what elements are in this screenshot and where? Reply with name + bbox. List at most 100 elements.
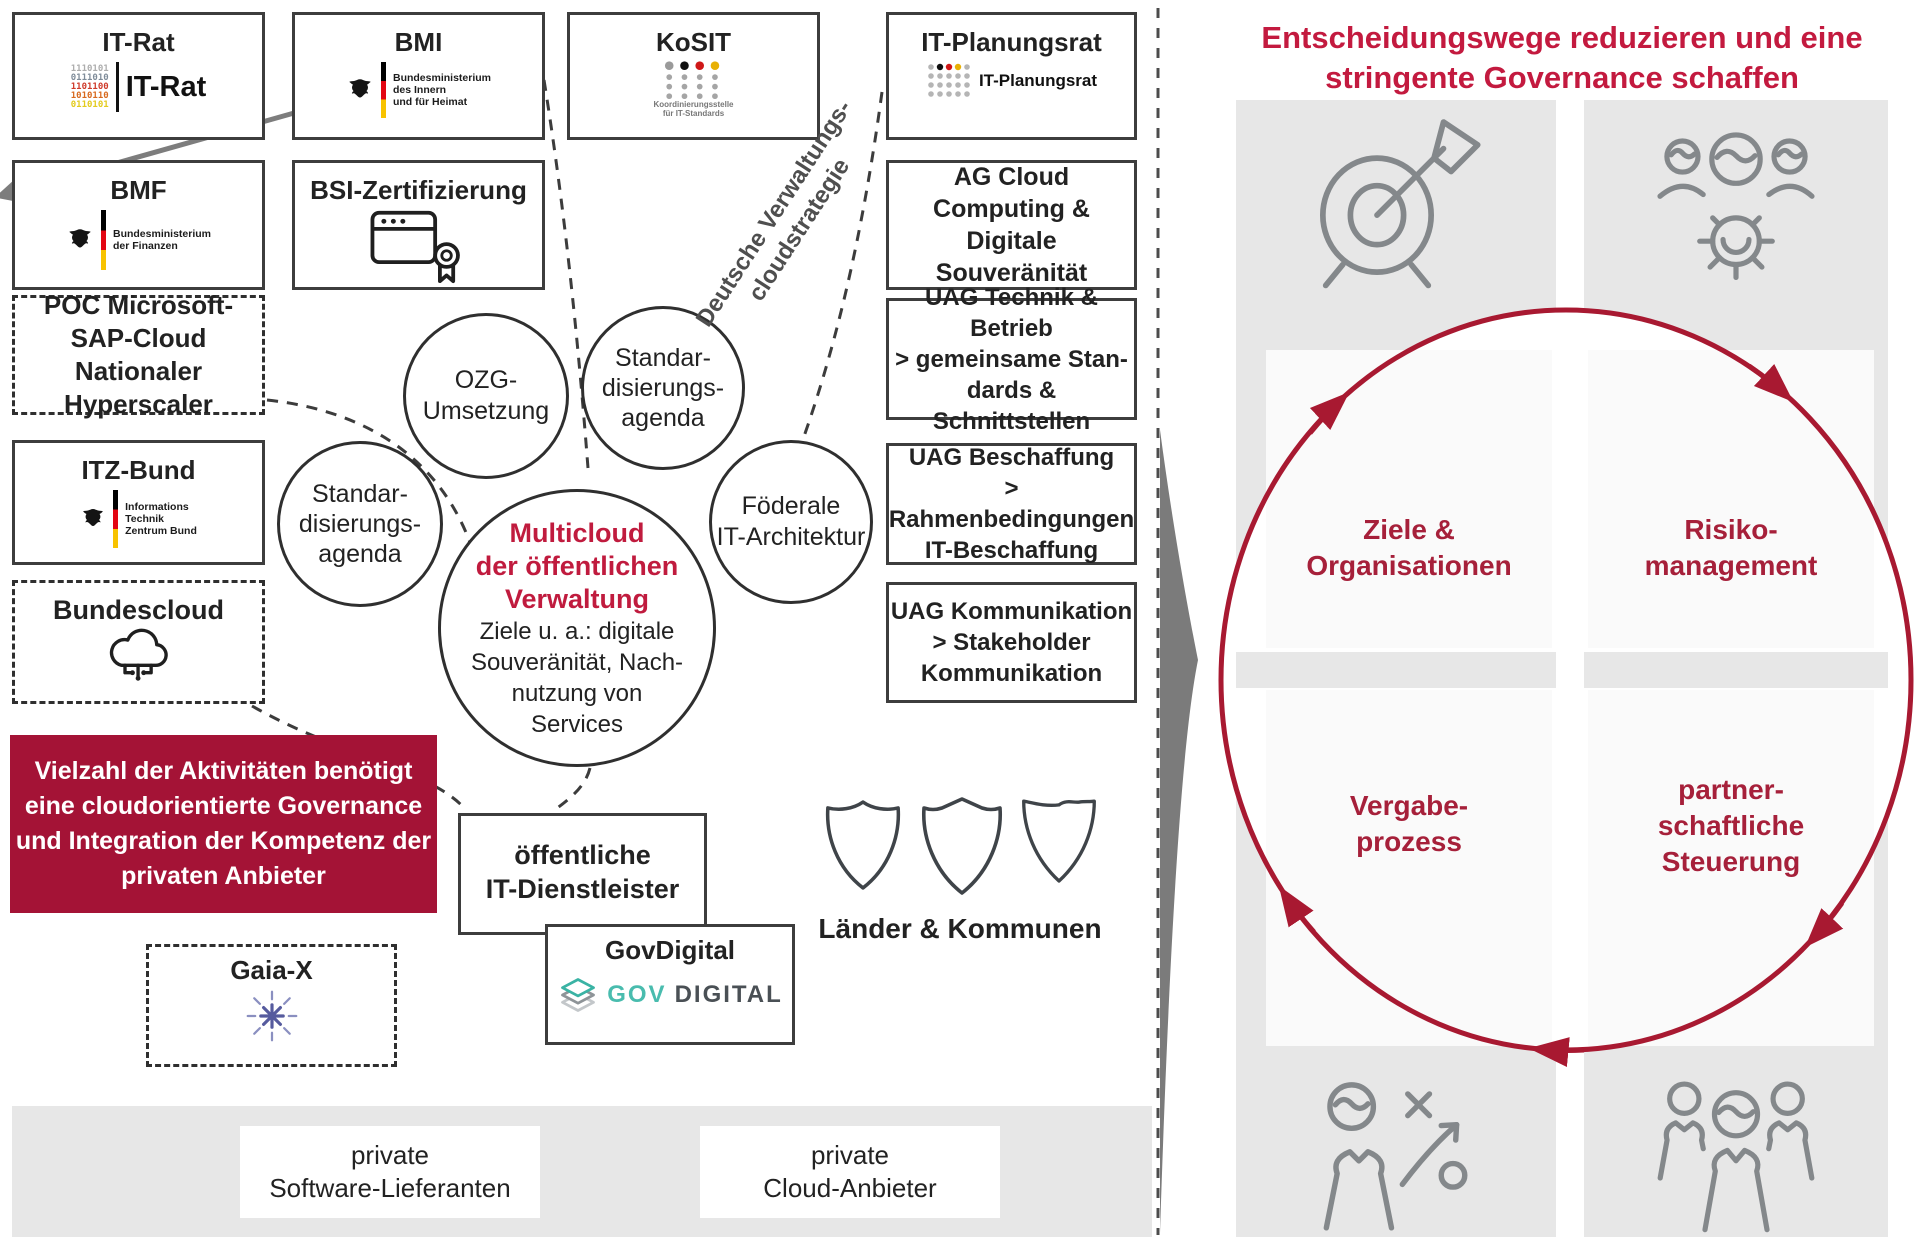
box-title: IT-Rat	[102, 27, 175, 57]
quadrant-label-risiko: Risiko- management	[1644, 514, 1818, 581]
dot-grid-icon	[664, 61, 719, 100]
shield-row	[810, 795, 1110, 899]
box-uag-kommunikation: UAG Kommunikation > Stakeholder Kommunik…	[886, 582, 1137, 703]
ministry-caption: Bundesministerium des Innern und für Hei…	[392, 72, 492, 108]
box-oeffentliche-it: öffentliche IT-Dienstleister	[458, 813, 707, 935]
it-planungsrat-wordmark: IT-Planungsrat	[978, 71, 1098, 90]
box-ag-cloud: AG Cloud Computing & Digitale Souveränit…	[886, 160, 1137, 290]
circle-label: Föderale IT-Architektur	[716, 492, 866, 551]
box-poc-hyperscaler: POC Microsoft- SAP-Cloud Nationaler Hype…	[12, 290, 265, 419]
starburst-icon	[246, 990, 297, 1042]
it-rat-logo: 1110101 0111010 1101100 1010110 0110101 …	[15, 62, 262, 112]
box-title: GovDigital	[604, 935, 735, 965]
kosit-logo: Koordinierungsstelle für IT-Standards	[570, 60, 817, 118]
target-arrow-icon	[1320, 119, 1481, 289]
govdigital-wordmark-gov: GOV	[607, 981, 667, 1008]
circle-multicloud: Multicloud der öffentlichen Verwaltung Z…	[438, 489, 716, 767]
shield-icon	[922, 797, 1002, 895]
box-title: IT-Planungsrat	[921, 27, 1102, 57]
box-title: BMI	[394, 27, 443, 57]
binary-row: 1010110	[70, 90, 109, 101]
box-bsi: BSI-Zertifizierung	[292, 160, 545, 290]
layers-icon	[561, 978, 596, 1012]
multicloud-title: Multicloud der öffentlichen Verwaltung	[475, 517, 679, 614]
box-title: AG Cloud Computing & Digitale Souveränit…	[933, 163, 1090, 287]
flag-bar	[113, 490, 119, 548]
box-kosit: KoSIT Koordinierungsstelle für IT-Standa…	[567, 12, 820, 140]
box-gaia-x: Gaia-X	[146, 944, 397, 1067]
itz-logo: Informations Technik Zentrum Bund	[15, 490, 262, 548]
bmi-logo: Bundesministerium des Innern und für Hei…	[295, 62, 542, 118]
box-title: UAG Kommunikation > Stakeholder Kommunik…	[890, 598, 1133, 687]
it-planungsrat-logo: IT-Planungsrat	[889, 62, 1134, 100]
laender-kommunen-group: Länder & Kommunen	[810, 795, 1110, 945]
box-private-software: private Software-Lieferanten	[240, 1126, 540, 1218]
binary-row: 1110101	[70, 63, 109, 74]
box-title: UAG Technik & Betrieb > gemeinsame Stan-…	[895, 283, 1128, 435]
circle-ozg: OZG- Umsetzung	[403, 313, 569, 479]
box-title: Gaia-X	[230, 955, 313, 985]
box-private-cloud: private Cloud-Anbieter	[700, 1126, 1000, 1218]
box-title: BSI-Zertifizierung	[310, 175, 527, 205]
box-bmf: BMF Bundesministerium der Finanzen	[12, 160, 265, 290]
flag-bar	[380, 62, 386, 118]
quadrant-label-partner: partner- schaftliche Steuerung	[1657, 774, 1805, 877]
laender-kommunen-label: Länder & Kommunen	[818, 913, 1102, 944]
team-gear-icon	[1657, 132, 1815, 281]
multicloud-govdigital-link	[551, 767, 592, 814]
private-sector-band: private Software-Lieferanten private Clo…	[12, 1106, 1152, 1237]
eagle-icon	[83, 509, 104, 526]
ministry-caption: Bundesministerium der Finanzen	[112, 228, 212, 252]
box-title: private Software-Lieferanten	[269, 1140, 511, 1203]
binary-row: 0110101	[70, 99, 109, 110]
eagle-icon	[69, 229, 91, 248]
box-title: ITZ-Bund	[81, 455, 196, 485]
it-rat-wordmark: IT-Rat	[125, 70, 207, 103]
multicloud-goals: Ziele u. a.: digitale Souveränität, Nach…	[470, 617, 684, 738]
box-bmi: BMI Bundesministerium des Innern und für…	[292, 12, 545, 140]
box-it-planungsrat: IT-Planungsrat IT-Planungsrat	[886, 12, 1137, 140]
box-itz-bund: ITZ-Bund Informations Technik Zentrum Bu…	[12, 440, 265, 565]
eagle-icon	[349, 79, 371, 98]
highlight-note: Vielzahl der Aktivitäten benötigt eine c…	[10, 735, 437, 913]
circle-standardisierung-right: Standar- disierungs- agenda	[581, 306, 745, 470]
circle-label: Standar- disierungs- agenda	[298, 480, 422, 568]
governance-title: Entscheidungswege reduzieren und eine st…	[1261, 20, 1863, 95]
strategy-curve-right	[800, 91, 884, 443]
binary-rows: 1110101 0111010 1101100 1010110 0110101	[70, 63, 109, 110]
cloud-circuit-icon	[109, 628, 168, 681]
bmf-logo: Bundesministerium der Finanzen	[15, 210, 262, 270]
quadrant-label-ziele: Ziele & Organisationen	[1306, 514, 1512, 581]
shield-icon	[1022, 799, 1096, 883]
flag-bar	[100, 210, 106, 270]
shield-icon	[825, 800, 901, 890]
quadrant-label-vergabe: Vergabe- prozess	[1349, 790, 1469, 857]
team-icon	[1657, 1081, 1815, 1233]
governance-cycle-panel: Entscheidungswege reduzieren und eine st…	[1160, 0, 1920, 1239]
quadrant-card-vergabe	[1266, 690, 1552, 1046]
certificate-icon	[370, 210, 460, 284]
box-title: private Cloud-Anbieter	[763, 1140, 937, 1203]
box-title: UAG Beschaffung > Rahmenbedingungen IT-B…	[888, 444, 1135, 564]
govdigital-wordmark-digital: DIGITAL	[674, 981, 783, 1008]
box-title: POC Microsoft- SAP-Cloud Nationaler Hype…	[43, 290, 234, 419]
quadrant-gap-left	[1236, 652, 1556, 688]
box-title: öffentliche IT-Dienstleister	[485, 840, 680, 904]
box-uag-technik: UAG Technik & Betrieb > gemeinsame Stan-…	[886, 284, 1137, 435]
highlight-note-text: Vielzahl der Aktivitäten benötigt eine c…	[15, 757, 432, 890]
govdigital-logo: GOV DIGITAL	[548, 974, 792, 1016]
circle-label: OZG- Umsetzung	[422, 366, 550, 425]
circle-label: Standar- disierungs- agenda	[601, 344, 725, 432]
org-structure-panel: IT-Rat 1110101 0111010 1101100 1010110 0…	[10, 12, 1152, 1237]
kosit-caption: Koordinierungsstelle für IT-Standards	[653, 100, 734, 118]
box-title: KoSIT	[655, 27, 732, 57]
logo-divider	[115, 62, 119, 112]
box-bundescloud: Bundescloud	[12, 580, 265, 704]
box-title: Bundescloud	[52, 595, 224, 625]
ministry-caption: Informations Technik Zentrum Bund	[125, 501, 197, 537]
binary-row: 1101100	[70, 81, 109, 92]
quadrant-card-partner	[1588, 690, 1874, 1046]
dot-grid-icon	[928, 63, 970, 97]
cycle-arrows-icon	[1218, 307, 1914, 1068]
